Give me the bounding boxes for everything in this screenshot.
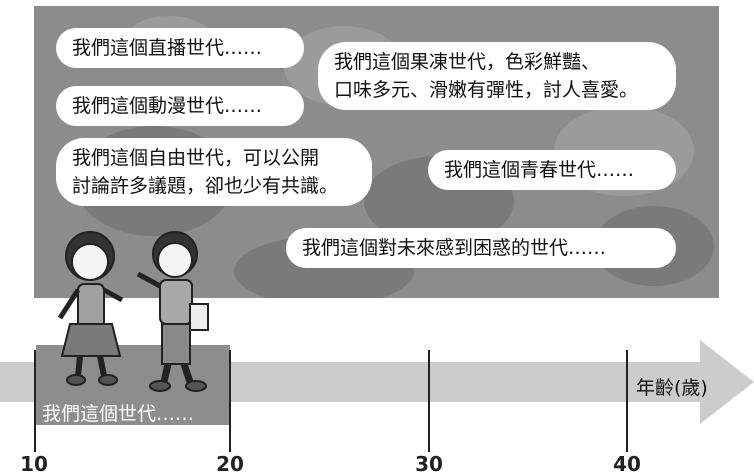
bubble-freedom-generation: 我們這個自由世代，可以公開 討論許多議題，卻也少有共識。: [56, 138, 372, 206]
tick-label-10: 10: [20, 452, 48, 476]
bubble-text: 我們這個青春世代……: [444, 159, 635, 181]
tick-line-10: [34, 350, 36, 452]
bubble-text: 我們這個動漫世代……: [72, 95, 263, 117]
children-illustration: [57, 231, 209, 392]
tick-label-30: 30: [415, 452, 443, 476]
bubble-line: 口味多元、滑嫩有彈性，討人喜愛。: [334, 79, 639, 101]
bubble-line: 我們這個自由世代，可以公開: [72, 147, 320, 169]
tick-line-30: [428, 350, 430, 452]
tick-label-20: 20: [216, 452, 244, 476]
highlight-caption: 我們這個世代……: [42, 403, 195, 425]
bubble-anime-generation: 我們這個動漫世代……: [56, 86, 304, 126]
bubble-confused-generation: 我們這個對未來感到困惑的世代……: [286, 228, 676, 268]
bubble-text: 我們這個直播世代……: [72, 37, 263, 59]
tick-line-40: [626, 350, 628, 452]
axis-label-age: 年齡(歲): [636, 377, 708, 399]
bubble-text: 我們這個對未來感到困惑的世代……: [302, 237, 607, 259]
timeline-arrow: [0, 340, 754, 424]
tick-label-40: 40: [613, 452, 641, 476]
bubble-line: 討論許多議題，卻也少有共識。: [72, 175, 339, 197]
bubble-livestream-generation: 我們這個直播世代……: [56, 28, 304, 68]
bubble-youth-generation: 我們這個青春世代……: [428, 150, 676, 190]
bubble-line: 我們這個果凍世代，色彩鮮豔、: [334, 51, 601, 73]
bubble-jelly-generation: 我們這個果凍世代，色彩鮮豔、 口味多元、滑嫩有彈性，討人喜愛。: [318, 42, 676, 110]
tick-line-20: [229, 350, 231, 452]
